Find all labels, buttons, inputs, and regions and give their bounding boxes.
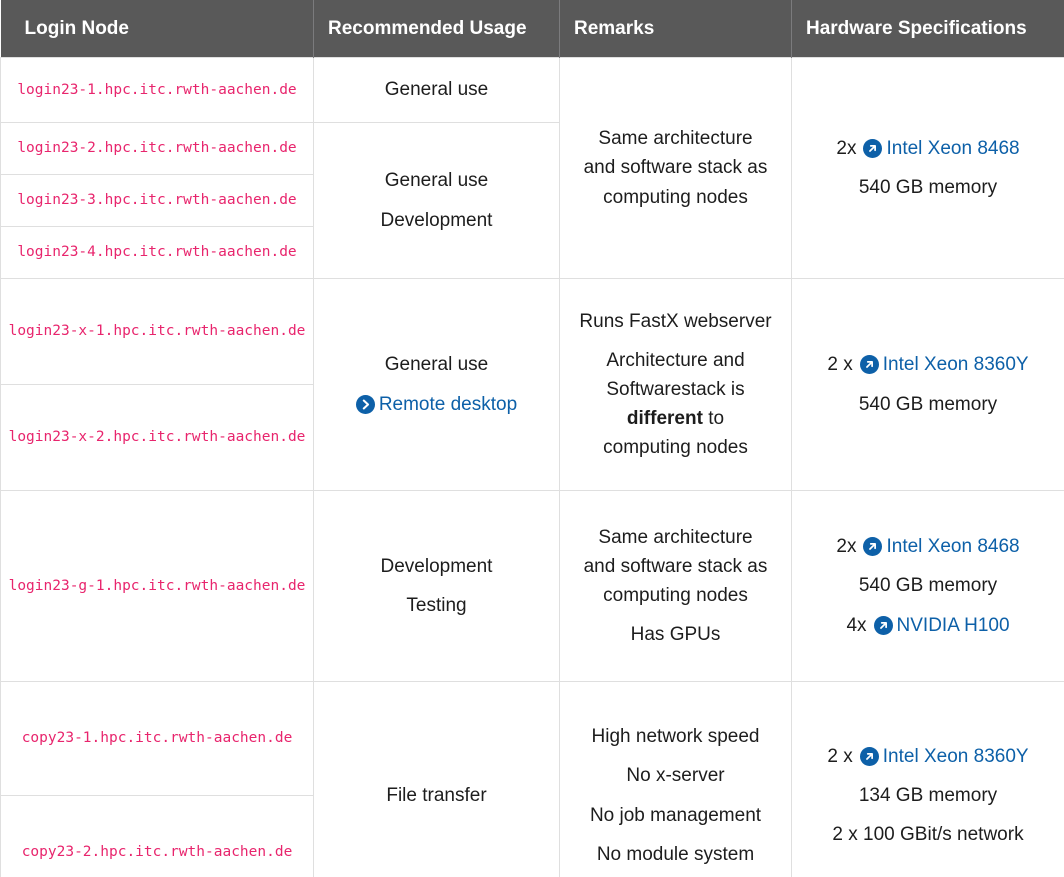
usage-login23-x: General use Remote desktop bbox=[313, 278, 560, 491]
node-login23-x-1: login23-x-1.hpc.itc.rwth-aachen.de bbox=[0, 278, 314, 385]
hardware-cpu-line: 2x Intel Xeon 8468 bbox=[804, 134, 1052, 163]
remote-desktop-line: Remote desktop bbox=[326, 390, 547, 419]
table-row: copy23-2.hpc.itc.rwth-aachen.de bbox=[0, 795, 1064, 877]
link-label: NVIDIA H100 bbox=[896, 614, 1010, 636]
remarks-login23-1-4: Same architecture and software stack as … bbox=[559, 57, 792, 279]
table-row: login23-1.hpc.itc.rwth-aachen.de General… bbox=[0, 57, 1064, 279]
usage-testing-text: Testing bbox=[406, 595, 467, 616]
different-bold-text: different bbox=[626, 408, 703, 430]
remarks-same-arch-text: Same architecture and software stack as … bbox=[583, 526, 768, 606]
link-label: Intel Xeon 8360Y bbox=[882, 354, 1029, 376]
link-label: Intel Xeon 8468 bbox=[886, 536, 1020, 558]
gpu-quantity: 4x bbox=[846, 614, 867, 636]
remarks-has-gpus-text: Has GPUs bbox=[630, 624, 721, 646]
link-label: Intel Xeon 8468 bbox=[886, 137, 1020, 159]
remarks-login23-x: Runs FastX webserver Architecture and So… bbox=[559, 278, 792, 491]
link-intel-xeon-8468[interactable]: Intel Xeon 8468 bbox=[863, 137, 1020, 159]
node-login23-1: login23-1.hpc.itc.rwth-aachen.de bbox=[0, 57, 314, 123]
hardware-cpu-line: 2 x Intel Xeon 8360Y bbox=[804, 350, 1052, 379]
usage-file-transfer-text: File transfer bbox=[386, 784, 487, 806]
hardware-login23-g: 2x Intel Xeon 8468 540 GB memory 4x NVIDIA… bbox=[791, 490, 1064, 682]
usage-login23-1: General use bbox=[313, 57, 560, 123]
remarks-same-arch-text: Same architecture and software stack as … bbox=[583, 128, 768, 208]
usage-development-text: Development bbox=[380, 555, 493, 577]
table-row: login23-2.hpc.itc.rwth-aachen.de General… bbox=[0, 122, 1064, 279]
usage-copy23: File transfer bbox=[313, 681, 560, 877]
hardware-network-line: 2 x 100 GBit/s network bbox=[832, 824, 1024, 846]
hardware-copy23: 2 x Intel Xeon 8360Y 134 GB memory 2 x 10… bbox=[791, 681, 1064, 877]
hardware-memory-line: 540 GB memory bbox=[858, 177, 998, 198]
external-link-icon bbox=[859, 355, 879, 375]
node-login23-4: login23-4.hpc.itc.rwth-aachen.de bbox=[0, 226, 314, 279]
header-hardware-specifications: Hardware Specifications bbox=[791, 0, 1064, 58]
remarks-no-job-text: No job management bbox=[589, 804, 762, 826]
node-login23-2: login23-2.hpc.itc.rwth-aachen.de bbox=[0, 122, 314, 175]
remarks-high-network-text: High network speed bbox=[591, 726, 760, 748]
link-label: Intel Xeon 8360Y bbox=[882, 745, 1029, 767]
hardware-memory-line: 540 GB memory bbox=[858, 575, 998, 597]
link-nvidia-h100[interactable]: NVIDIA H100 bbox=[873, 614, 1010, 636]
node-copy23-1: copy23-1.hpc.itc.rwth-aachen.de bbox=[0, 681, 314, 796]
remarks-no-module-text: No module system bbox=[596, 843, 755, 865]
hardware-login23-x: 2 x Intel Xeon 8360Y 540 GB memory bbox=[791, 278, 1064, 491]
cpu-quantity: 2 x bbox=[827, 354, 853, 376]
remarks-login23-g: Same architecture and software stack as … bbox=[559, 490, 792, 682]
link-intel-xeon-8468[interactable]: Intel Xeon 8468 bbox=[863, 536, 1020, 558]
node-copy23-2: copy23-2.hpc.itc.rwth-aachen.de bbox=[0, 795, 314, 877]
usage-login23-g: Development Testing bbox=[313, 490, 560, 682]
usage-general-text: General use bbox=[384, 79, 489, 101]
hardware-cpu-line: 2 x Intel Xeon 8360Y bbox=[804, 742, 1052, 771]
hardware-gpu-line: 4x NVIDIA H100 bbox=[804, 611, 1052, 640]
table-row: copy23-1.hpc.itc.rwth-aachen.de File tra… bbox=[0, 681, 1064, 877]
link-intel-xeon-8360y[interactable]: Intel Xeon 8360Y bbox=[859, 354, 1029, 376]
link-remote-desktop[interactable]: Remote desktop bbox=[355, 393, 518, 415]
cpu-quantity: 2x bbox=[836, 137, 857, 159]
cpu-quantity: 2 x bbox=[827, 745, 853, 767]
external-link-icon bbox=[863, 138, 883, 158]
table-header-row: Login Node Recommended Usage Remarks Har… bbox=[0, 0, 1064, 58]
table-row: login23-x-1.hpc.itc.rwth-aachen.de Gener… bbox=[0, 278, 1064, 491]
hardware-login23-1-4: 2x Intel Xeon 8468 540 GB memory bbox=[791, 57, 1064, 279]
hardware-memory-line: 134 GB memory bbox=[858, 784, 998, 806]
node-login23-g-1: login23-g-1.hpc.itc.rwth-aachen.de bbox=[0, 490, 314, 682]
remarks-copy23: High network speed No x-server No job ma… bbox=[559, 681, 792, 877]
usage-general-text: General use bbox=[384, 170, 489, 192]
external-link-icon bbox=[863, 537, 883, 557]
remarks-fastx-text: Runs FastX webserver bbox=[579, 310, 772, 332]
table-row: login23-g-1.hpc.itc.rwth-aachen.de Devel… bbox=[0, 490, 1064, 682]
usage-login23-2-4: General use Development bbox=[313, 122, 560, 279]
node-login23-3: login23-3.hpc.itc.rwth-aachen.de bbox=[0, 174, 314, 227]
header-remarks: Remarks bbox=[559, 0, 792, 58]
header-recommended-usage: Recommended Usage bbox=[313, 0, 560, 58]
usage-general-text: General use bbox=[384, 354, 489, 376]
link-intel-xeon-8360y[interactable]: Intel Xeon 8360Y bbox=[859, 745, 1029, 767]
link-label: Remote desktop bbox=[378, 393, 518, 415]
node-login23-x-2: login23-x-2.hpc.itc.rwth-aachen.de bbox=[0, 384, 314, 491]
header-login-node: Login Node bbox=[0, 0, 314, 58]
hardware-cpu-line: 2x Intel Xeon 8468 bbox=[804, 532, 1052, 561]
chevron-right-circle-icon bbox=[355, 394, 375, 414]
hardware-memory-line: 540 GB memory bbox=[858, 393, 998, 415]
external-link-icon bbox=[873, 615, 893, 635]
usage-development-text: Development bbox=[380, 209, 493, 231]
external-link-icon bbox=[859, 746, 879, 766]
table-row: login23-4.hpc.itc.rwth-aachen.de bbox=[0, 226, 1064, 279]
remarks-no-xserver-text: No x-server bbox=[626, 765, 725, 787]
cpu-quantity: 2x bbox=[836, 536, 857, 558]
remarks-different-arch-text: Architecture and Softwarestack is differ… bbox=[603, 349, 748, 459]
table-row: login23-3.hpc.itc.rwth-aachen.de bbox=[0, 174, 1064, 227]
